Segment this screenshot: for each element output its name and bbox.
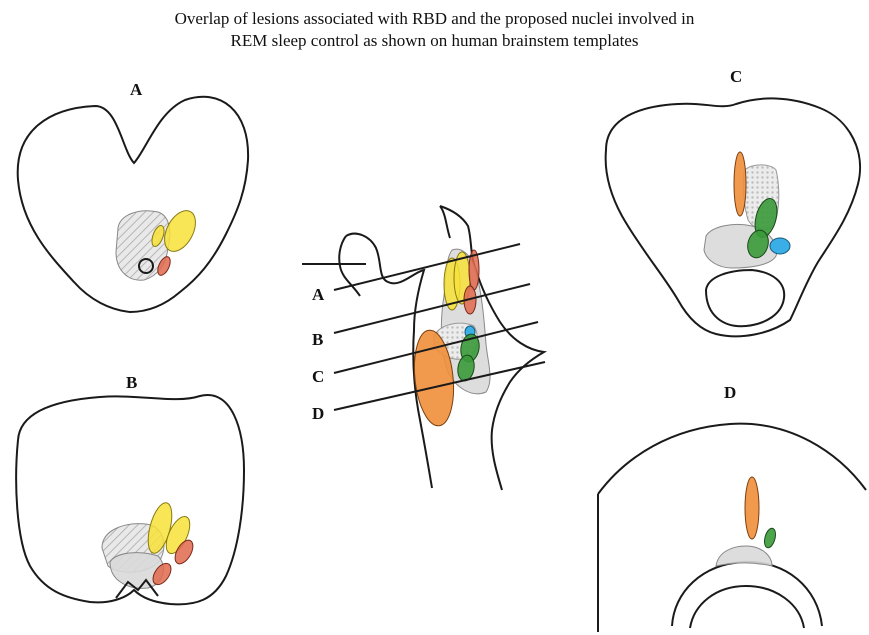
level-label-c: C xyxy=(312,367,324,386)
panel-c-label: C xyxy=(730,67,742,86)
level-line-b xyxy=(334,284,530,333)
panel-a: A xyxy=(18,80,248,312)
panel-a-outline xyxy=(18,97,248,312)
panel-c: C xyxy=(606,67,860,336)
panel-c-orange-nucleus xyxy=(734,152,746,216)
panel-c-outline xyxy=(606,98,860,336)
level-line-a xyxy=(334,244,520,290)
level-label-a: A xyxy=(312,285,325,304)
sagittal-outline-posterior xyxy=(440,206,450,238)
panel-c-fourth-ventricle xyxy=(706,270,784,326)
level-label-d: D xyxy=(312,404,324,423)
level-label-b: B xyxy=(312,330,323,349)
sagittal-view: A B C D xyxy=(302,206,545,490)
panel-d-grey-region xyxy=(716,546,772,566)
panel-d-outline-top xyxy=(598,424,866,494)
panel-d-label: D xyxy=(724,383,736,402)
panel-c-blue-nucleus xyxy=(770,238,790,254)
panel-d-orange-nucleus xyxy=(745,477,759,539)
panel-d-inner-arch xyxy=(690,586,804,628)
panel-a-label: A xyxy=(130,80,143,99)
panel-d-green-nucleus xyxy=(763,527,778,549)
panel-d: D xyxy=(598,383,866,632)
panel-b: B xyxy=(16,373,244,604)
panel-b-label: B xyxy=(126,373,137,392)
